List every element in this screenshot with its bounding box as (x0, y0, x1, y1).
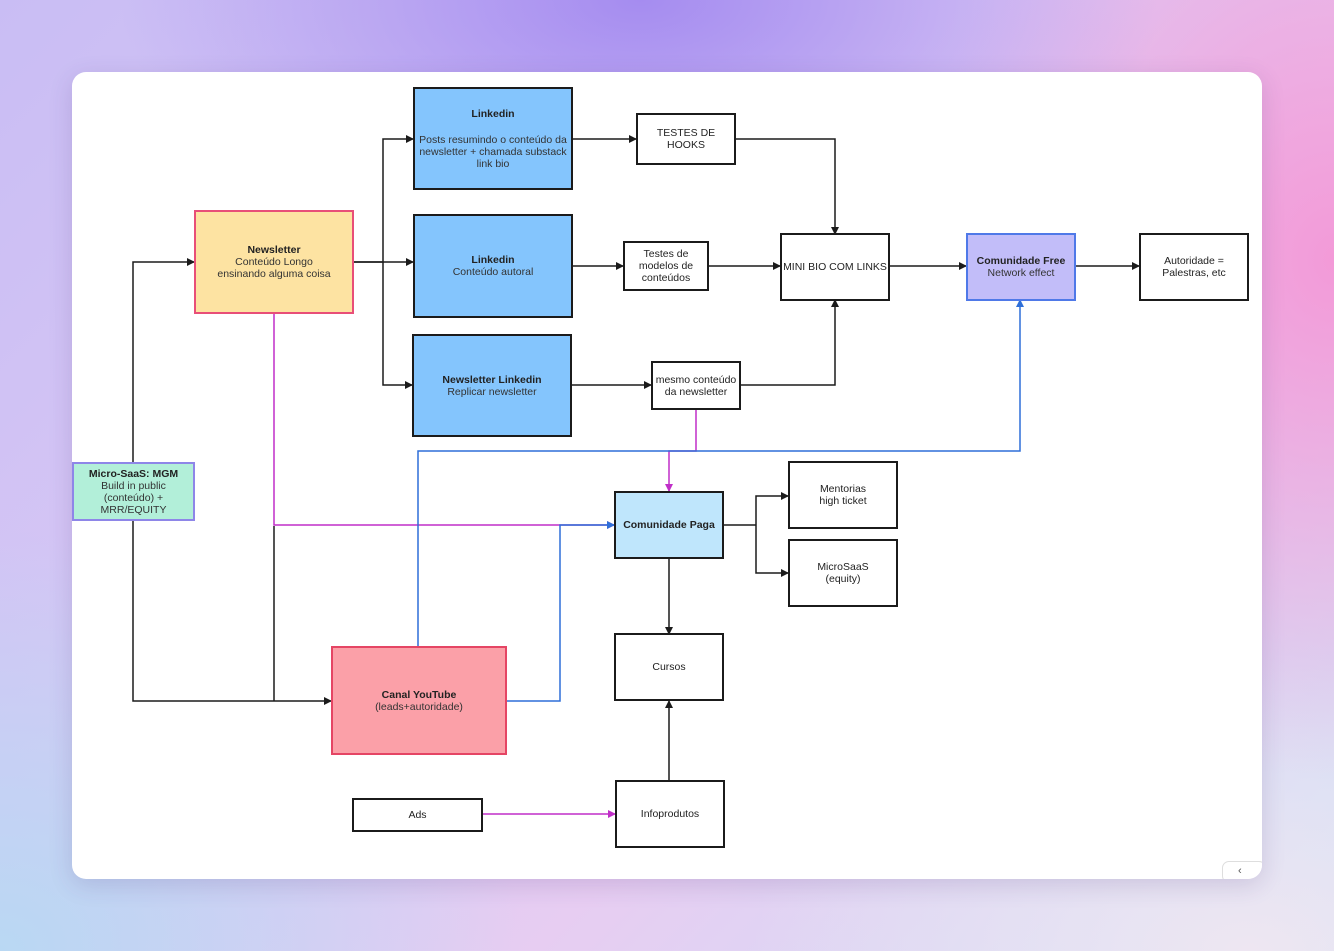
node-comunidade-paga[interactable]: Comunidade Paga (614, 491, 724, 559)
node-comunidade-free-title: Comunidade Free (976, 255, 1066, 267)
node-newsletter-linkedin[interactable]: Newsletter Linkedin Replicar newsletter (412, 334, 572, 437)
node-testes-hooks-label: TESTES DE HOOKS (656, 127, 716, 151)
node-mentorias-label: Mentorias high ticket (819, 483, 867, 507)
node-micro-saas-subtitle: Build in public (conteúdo) + MRR/EQUITY (100, 479, 167, 516)
node-mentorias[interactable]: Mentorias high ticket (788, 461, 898, 529)
collapse-panel-button[interactable]: ‹ (1222, 861, 1262, 879)
node-linkedin-posts-title: Linkedin (471, 107, 515, 120)
node-micro-saas[interactable]: Micro-SaaS: MGM Build in public (conteúd… (72, 462, 195, 521)
node-mesmo-conteudo-label: mesmo conteúdo da newsletter (655, 373, 737, 398)
node-newsletter-subtitle: Conteúdo Longo ensinando alguma coisa (217, 256, 331, 280)
node-linkedin-posts-subtitle: Posts resumindo o conteúdo da newsletter… (419, 133, 567, 170)
node-cursos[interactable]: Cursos (614, 633, 724, 701)
connector-newsletter-to-linkedin-posts (354, 135, 414, 263)
node-linkedin-autoral-subtitle: Conteúdo autoral (452, 266, 534, 278)
node-infoprodutos[interactable]: Infoprodutos (615, 780, 725, 848)
node-microsaas-equity[interactable]: MicroSaaS (equity) (788, 539, 898, 607)
node-linkedin-posts[interactable]: Linkedin Posts resumindo o conteúdo da n… (413, 87, 573, 190)
connector-microsaas-to-youtube (132, 520, 332, 705)
node-mini-bio-label: MINI BIO COM LINKS (783, 261, 887, 273)
node-cursos-label: Cursos (652, 661, 686, 673)
diagram-canvas: Linkedin Posts resumindo o conteúdo da n… (72, 72, 1262, 879)
node-mesmo-conteudo[interactable]: mesmo conteúdo da newsletter (651, 361, 741, 410)
node-canal-youtube-title: Canal YouTube (381, 688, 457, 701)
node-comunidade-paga-title: Comunidade Paga (623, 519, 715, 531)
node-ads-label: Ads (408, 809, 427, 821)
connector-mesmo-to-mini-bio (740, 299, 839, 386)
node-comunidade-free-subtitle: Network effect (987, 267, 1055, 279)
connector-newsletter-to-comunidade-paga (273, 313, 615, 529)
connector-youtube-to-comunidade-free (417, 299, 1024, 647)
node-canal-youtube[interactable]: Canal YouTube (leads+autoridade) (331, 646, 507, 755)
connector-microsaas-to-newsletter (132, 258, 195, 462)
connector-hooks-to-mini-bio (735, 138, 839, 235)
connectors-layer (132, 135, 1140, 818)
node-mini-bio[interactable]: MINI BIO COM LINKS (780, 233, 890, 301)
node-autoridade[interactable]: Autoridade = Palestras, etc (1139, 233, 1249, 301)
node-testes-modelos-label: Testes de modelos de conteúdos (638, 248, 694, 284)
node-newsletter-linkedin-subtitle: Replicar newsletter (447, 385, 537, 398)
node-newsletter-title: Newsletter (247, 244, 301, 256)
connector-youtube-to-comunidade-paga (506, 521, 615, 702)
node-microsaas-equity-label: MicroSaaS (equity) (817, 561, 869, 585)
node-ads[interactable]: Ads (352, 798, 483, 832)
node-infoprodutos-label: Infoprodutos (640, 808, 700, 820)
chevron-left-icon: ‹ (1238, 865, 1242, 877)
node-linkedin-autoral[interactable]: Linkedin Conteúdo autoral (413, 214, 573, 318)
node-testes-hooks[interactable]: TESTES DE HOOKS (636, 113, 736, 165)
connector-mesmo-to-comunidade-paga (665, 409, 697, 492)
node-linkedin-autoral-title: Linkedin (471, 254, 515, 266)
connector-comunidade-paga-to-mentorias (755, 492, 789, 525)
node-micro-saas-title: Micro-SaaS: MGM (88, 467, 179, 480)
node-autoridade-label: Autoridade = Palestras, etc (1162, 255, 1226, 279)
node-newsletter[interactable]: Newsletter Conteúdo Longo ensinando algu… (194, 210, 354, 314)
connector-comunidade-paga-to-microsaas (755, 525, 789, 577)
node-comunidade-free[interactable]: Comunidade Free Network effect (966, 233, 1076, 301)
node-testes-modelos[interactable]: Testes de modelos de conteúdos (623, 241, 709, 291)
node-canal-youtube-subtitle: (leads+autoridade) (375, 700, 463, 713)
node-newsletter-linkedin-title: Newsletter Linkedin (442, 373, 542, 386)
connector-newsletter-to-newsletter-linkedin (382, 262, 413, 389)
